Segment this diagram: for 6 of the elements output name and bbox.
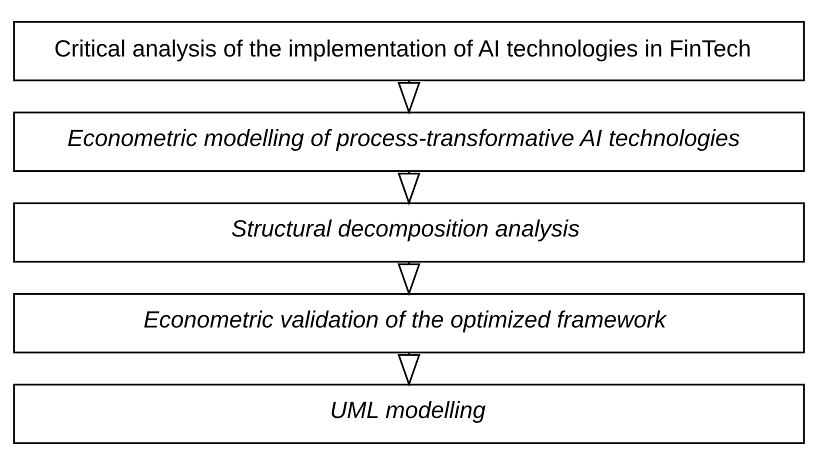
node-box: Structural decomposition analysis xyxy=(13,202,805,263)
node-box: Econometric modelling of process-transformative AI technologies xyxy=(13,112,805,172)
node-box: UML modelling xyxy=(13,384,805,444)
node-box: Econometric validation of the optimized framework xyxy=(13,293,805,354)
node-box: Critical analysis of the implementation of AI technologies in FinTech xyxy=(13,20,805,82)
arrow xyxy=(398,262,420,296)
